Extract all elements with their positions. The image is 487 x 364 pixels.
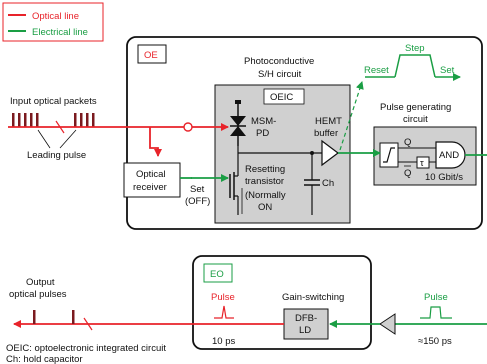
optical-receiver-line1: Optical [136,169,166,180]
rate-label: 10 Gbit/s [425,172,463,183]
optical-receiver-line2: receiver [133,182,167,193]
eo-tag [203,263,233,283]
hemt-label-line2: buffer [314,128,338,139]
optical-splitter [183,122,193,132]
receiver-branch [149,127,162,157]
msm-label-line1: MSM- [251,116,276,127]
gain-switching-label: Gain-switching [282,292,344,303]
q-label: Q [404,137,411,148]
and-label: AND [439,150,459,161]
set-off-line2: (OFF) [185,196,210,207]
legend: Optical line Electrical line [2,2,104,42]
dfb-ld-box [283,308,329,340]
oeic-label: OEIC [270,92,293,103]
footnote-oeic: OEIC: optoelectronic integrated circuit [6,343,166,354]
wide-pulse-icon [420,306,452,319]
set-signal-label: Set [440,65,455,76]
oe-tag-label: OE [144,50,158,61]
qbar-label: Q [404,168,411,179]
reset-label-line1: Resetting [245,164,285,175]
input-packets [12,113,95,127]
optical-receiver-box [123,162,181,198]
oe-tag [137,44,167,64]
reset-signal-label: Reset [364,65,389,76]
output-line2: optical pulses [9,289,67,300]
output-pulses [33,310,75,324]
reset-label-line2: transistor [245,176,284,187]
leading-pulse-label: Leading pulse [27,150,86,161]
legend-optical-label: Optical line [32,11,79,22]
dfb-line1: DFB- [295,313,317,324]
output-line1: Output [26,277,55,288]
ch-label: Ch [322,178,334,189]
legend-electrical-label: Electrical line [32,27,88,38]
oe-module: OE Photoconductive S/H circuit OEIC MSM-… [126,36,483,230]
pulse-gen-label-line2: circuit [403,114,428,125]
pulse-gen-label-line1: Pulse generating [380,102,451,113]
eo-tag-label: EO [210,269,224,280]
msm-label-line2: PD [256,128,269,139]
electrical-path-oe [191,149,487,182]
set-off-line1: Set [190,184,205,195]
footnote-ch: Ch: hold capacitor [6,354,83,364]
pulse-out-width: 10 ps [212,336,235,347]
pulse-in-label: Pulse [424,292,448,303]
dfb-line2: LD [299,325,311,336]
reset-label-line3: (Normally [245,190,286,201]
short-pulse-icon [214,305,234,319]
tau-label: τ [420,158,424,169]
reset-label-line4: ON [258,202,272,213]
msm-pd-icon [230,100,246,146]
pulse-in-width: ≈150 ps [418,336,452,347]
and-gate-icon [435,141,466,169]
sh-title-line1: Photoconductive [244,56,314,67]
hemt-label-line1: HEMT [315,116,342,127]
driver-amp-icon [379,313,396,335]
step-signal: Step Reset Set [339,43,461,151]
pulse-out-label: Pulse [211,292,235,303]
eo-module: EO Gain-switching DFB- LD Pulse 10 ps [192,255,372,350]
sh-title-line2: S/H circuit [258,69,302,80]
resetting-transistor-icon [229,153,239,215]
input-title: Input optical packets [10,96,97,107]
step-label: Step [405,43,425,54]
oeic-label-box [263,88,305,105]
